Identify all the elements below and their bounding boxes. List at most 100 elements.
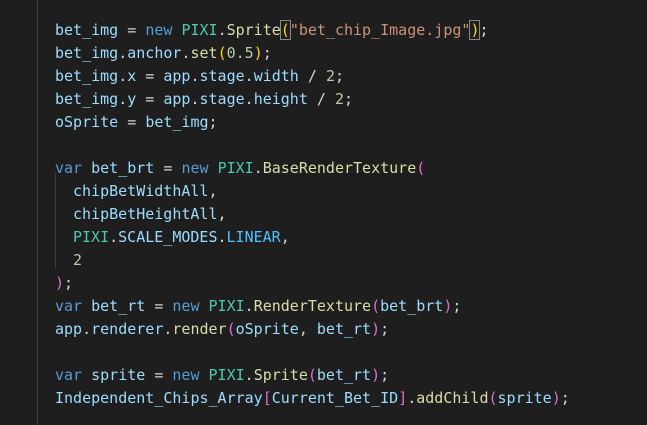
code-token: = (118, 113, 146, 131)
code-token: bet_brt (91, 159, 155, 177)
code-token: = (118, 21, 146, 39)
code-token: ; (380, 366, 390, 384)
code-token: = (145, 366, 173, 384)
code-line: chipBetHeightAll, (55, 203, 570, 226)
code-token (200, 366, 209, 384)
code-token: [ (262, 389, 272, 407)
code-token: . (118, 67, 128, 85)
code-token: . (109, 228, 119, 246)
code-line: bet_img.anchor.set(0.5); (55, 42, 570, 65)
code-token: ) (443, 297, 453, 315)
code-token: . (82, 320, 92, 338)
code-line: oSprite = bet_img; (55, 111, 570, 134)
code-token: = (145, 297, 173, 315)
code-token: ] (398, 389, 408, 407)
code-token: PIXI (208, 366, 245, 384)
code-token: bet_img (55, 44, 119, 62)
code-line: 2 (55, 249, 570, 272)
code-token: ) (551, 389, 561, 407)
code-token: bet_img (55, 67, 119, 85)
code-token: 0.5 (226, 44, 254, 62)
code-token: . (217, 228, 227, 246)
code-token: . (217, 21, 227, 39)
code-token: app (163, 67, 191, 85)
code-token: ; (64, 274, 74, 292)
code-token: bet_rt (316, 320, 372, 338)
code-token: ( (371, 297, 381, 315)
code-token: ; (380, 320, 390, 338)
code-token: ) (253, 44, 263, 62)
code-token: . (190, 67, 200, 85)
code-token: . (244, 366, 254, 384)
code-token: ; (344, 90, 354, 108)
code-line: ); (55, 272, 570, 295)
code-token: bet_img (55, 90, 119, 108)
code-token: = (136, 90, 164, 108)
code-token: . (244, 90, 254, 108)
code-token: app (163, 90, 191, 108)
code-token: . (253, 159, 263, 177)
code-token: addChild (416, 389, 489, 407)
code-token: new (172, 297, 200, 315)
code-token: PIXI (73, 228, 110, 246)
code-token: new (145, 21, 173, 39)
code-token: bet_img (145, 113, 209, 131)
code-token: PIXI (217, 159, 254, 177)
indent-guide (37, 0, 38, 425)
code-line: chipBetWidthAll, (55, 180, 570, 203)
code-token: 2 (325, 67, 335, 85)
code-token: Sprite (226, 21, 281, 39)
code-token: oSprite (55, 113, 119, 131)
code-token: new (181, 159, 209, 177)
code-token (200, 297, 209, 315)
code-token: . (244, 67, 254, 85)
code-token: ; (452, 297, 462, 315)
code-token: stage (199, 90, 245, 108)
code-token: y (127, 90, 137, 108)
code-token: ; (560, 389, 570, 407)
code-token: PIXI (208, 297, 245, 315)
code-token: . (190, 90, 200, 108)
code-token: = (154, 159, 182, 177)
code-token: ; (208, 113, 218, 131)
code-line: var sprite = new PIXI.Sprite(bet_rt); (55, 364, 570, 387)
code-token: bet_rt (316, 366, 372, 384)
code-token: . (118, 44, 128, 62)
code-token: ( (307, 366, 317, 384)
code-token: ( (488, 389, 498, 407)
code-token: chipBetWidthAll (73, 182, 209, 200)
code-token: . (407, 389, 417, 407)
code-token: PIXI (181, 21, 218, 39)
blank-line (55, 341, 570, 364)
code-token: SCALE_MODES (118, 228, 218, 246)
code-token: . (118, 90, 128, 108)
code-token: bet_rt (91, 297, 146, 315)
code-token: sprite (91, 366, 146, 384)
code-token: new (172, 366, 200, 384)
code-token: / (307, 90, 335, 108)
code-token: height (253, 90, 308, 108)
code-token: Sprite (253, 366, 308, 384)
matched-bracket: ( (279, 20, 291, 40)
code-token: var (55, 297, 83, 315)
code-token: chipBetHeightAll (73, 205, 218, 223)
code-line: app.renderer.render(oSprite, bet_rt); (55, 318, 570, 341)
code-token: ) (371, 320, 381, 338)
code-area[interactable]: bet_img = new PIXI.Sprite("bet_chip_Imag… (55, 19, 570, 410)
code-token: set (190, 44, 218, 62)
code-token: ; (334, 67, 344, 85)
code-token: x (127, 67, 137, 85)
code-token: , (280, 228, 290, 246)
code-token: , (208, 182, 218, 200)
code-token: var (55, 366, 83, 384)
code-token: oSprite (235, 320, 299, 338)
code-token: sprite (497, 389, 552, 407)
code-token: . (181, 44, 191, 62)
code-line: Independent_Chips_Array[Current_Bet_ID].… (55, 387, 570, 410)
code-token: bet_img (55, 21, 119, 39)
matched-bracket: ) (469, 20, 481, 40)
code-line: var bet_rt = new PIXI.RenderTexture(bet_… (55, 295, 570, 318)
code-token (82, 366, 91, 384)
code-token: ) (55, 274, 65, 292)
